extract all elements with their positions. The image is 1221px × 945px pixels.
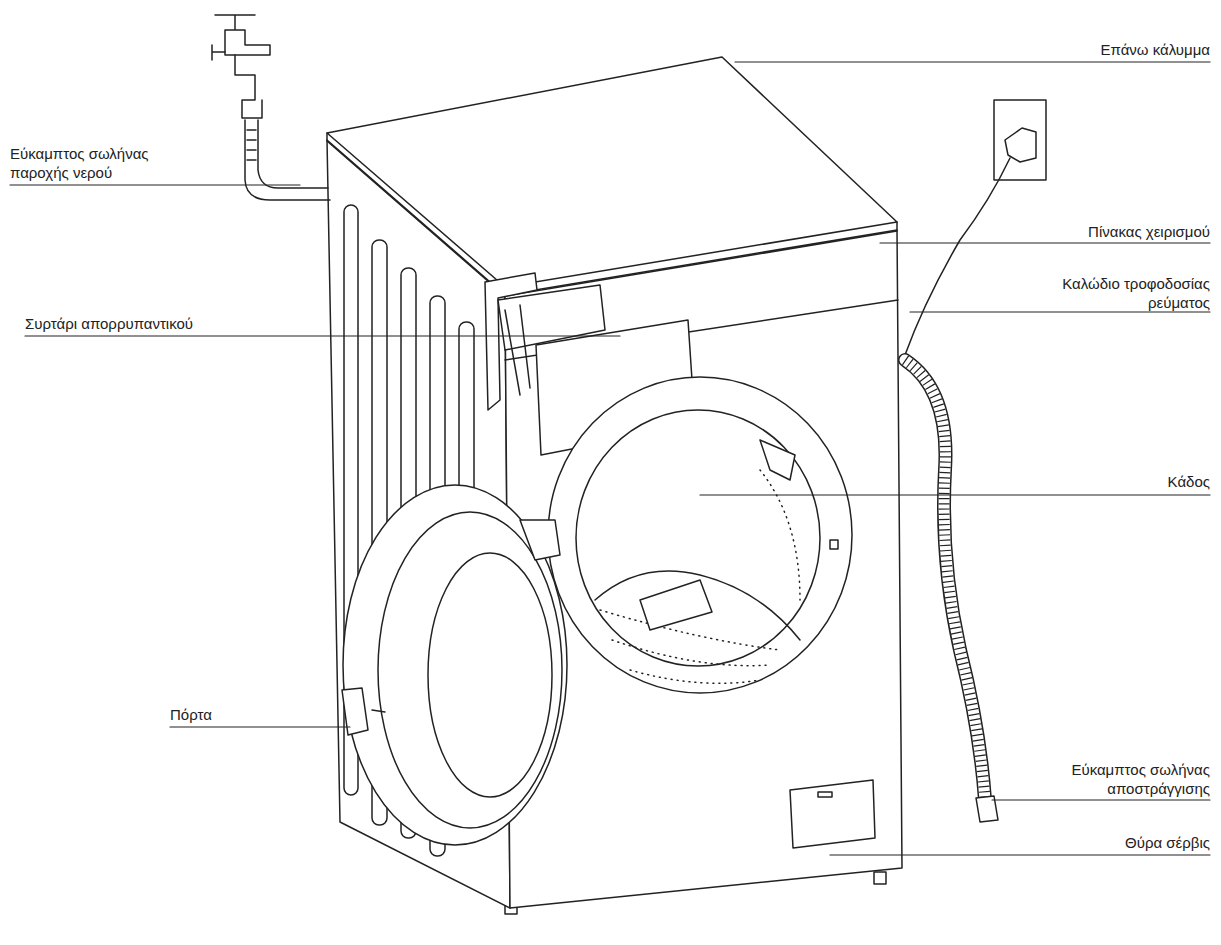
drum-inner [595, 571, 800, 640]
wall-socket [994, 100, 1046, 180]
part-label: Πίνακας χειρισμού [1088, 222, 1210, 241]
inlet-hose [245, 120, 330, 200]
drum-holes [760, 470, 800, 600]
leader-line [992, 799, 1210, 800]
service-door [790, 780, 875, 848]
hose-connector [235, 55, 262, 118]
top-cover-edge [327, 133, 897, 296]
drum-rim [548, 377, 852, 693]
drum-holes [630, 670, 760, 683]
door-glass [428, 553, 552, 797]
drain-hose [905, 360, 985, 800]
part-label: Πόρτα [170, 705, 212, 724]
part-label: Συρτάρι απορρυπαντικού [25, 314, 193, 333]
faucet [212, 45, 225, 60]
drawer-compartments [505, 305, 530, 395]
service-door-catch [818, 792, 832, 797]
leader-lines [10, 62, 1210, 855]
part-label: Θύρα σέρβις [1125, 833, 1210, 852]
leader-line [735, 61, 1210, 62]
door-ring [343, 485, 567, 845]
drum-opening [576, 410, 820, 666]
leader-line [830, 854, 1210, 855]
leader-line [25, 335, 620, 336]
top-cover [327, 57, 897, 287]
door-hinge [520, 520, 560, 560]
leader-line [880, 242, 1210, 243]
leader-line [10, 184, 300, 185]
leader-line [910, 311, 1210, 312]
part-label: Καλώδιο τροφοδοσίας ρεύματος [1040, 274, 1210, 312]
faucet [215, 15, 270, 55]
drum-holes [612, 640, 770, 666]
drum-paddle [640, 580, 712, 630]
leader-line [700, 494, 1210, 495]
drum-paddle [760, 440, 795, 480]
door-handle [342, 688, 368, 735]
drain-hose-ribs [905, 360, 985, 800]
door-latch [830, 540, 838, 549]
part-label: Επάνω κάλυμμα [1101, 40, 1210, 59]
foot [874, 872, 886, 884]
part-label: Εύκαμπτος σωλήνας αποστράγγισης [1030, 760, 1210, 798]
hose-ribs [247, 130, 256, 160]
door-frame [378, 512, 562, 828]
leader-line [170, 726, 350, 727]
door-hook [372, 710, 385, 712]
drain-hose-outline [905, 360, 985, 800]
power-cable [905, 158, 1010, 355]
part-label: Εύκαμπτος σωλήνας παροχής νερού [10, 144, 170, 182]
power-plug [1005, 128, 1036, 162]
part-label: Κάδος [1168, 472, 1210, 491]
